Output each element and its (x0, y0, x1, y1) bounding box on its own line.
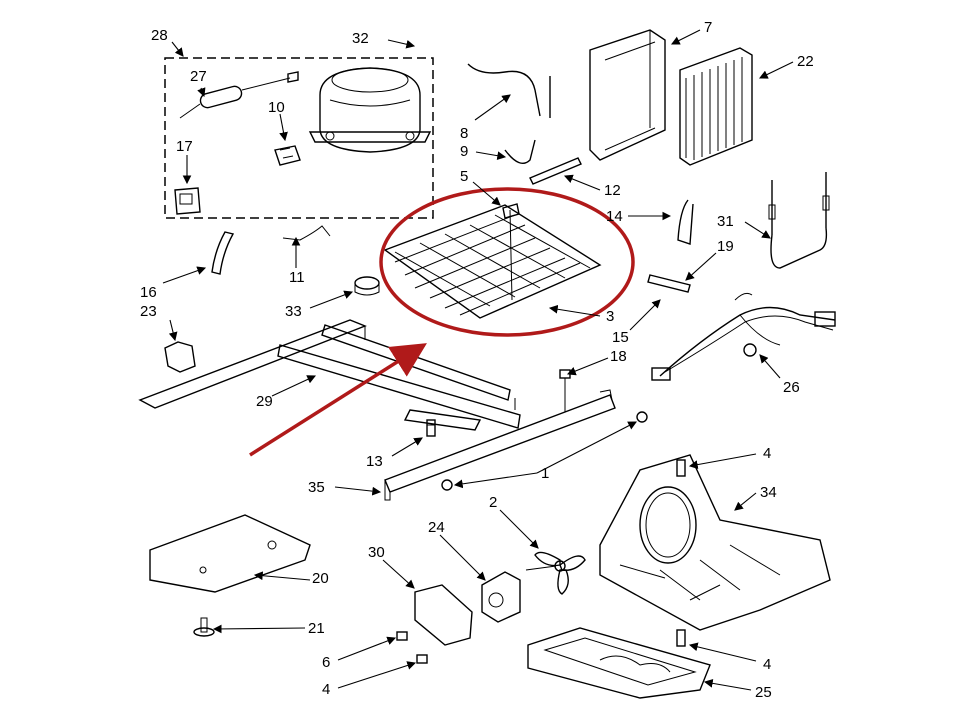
compressor-group-box (164, 57, 434, 219)
label-16: 16 (140, 284, 157, 301)
screw-1a (441, 479, 453, 491)
label-14: 14 (606, 208, 623, 225)
leveling-foot (193, 617, 215, 637)
label-1: 1 (541, 465, 549, 482)
condenser-coil (383, 203, 602, 319)
label-7: 7 (704, 19, 712, 36)
strap-tie (529, 157, 582, 185)
label-18: 18 (610, 348, 627, 365)
label-4c: 4 (322, 681, 330, 698)
label-10: 10 (268, 99, 285, 116)
label-6: 6 (322, 654, 330, 671)
motor-bracket (414, 584, 473, 646)
condenser (679, 47, 753, 166)
label-15: 15 (612, 329, 629, 346)
screw-18 (559, 369, 571, 412)
label-25: 25 (755, 684, 772, 701)
leader-lines (162, 29, 794, 691)
wire-clip (282, 225, 331, 241)
wire-harness (651, 292, 836, 381)
screw-13 (426, 419, 436, 437)
label-28: 28 (151, 27, 168, 44)
label-4b: 4 (763, 656, 771, 673)
screw-4c (416, 654, 428, 664)
label-24: 24 (428, 519, 445, 536)
tube-8 (467, 63, 541, 117)
screw-4a (676, 459, 686, 477)
label-5: 5 (460, 168, 468, 185)
highlight-ellipse (379, 187, 635, 337)
label-30: 30 (368, 544, 385, 561)
tube-31 (768, 172, 830, 269)
label-29: 29 (256, 393, 273, 410)
label-4a: 4 (763, 445, 771, 462)
cover-plate (149, 514, 311, 593)
label-8: 8 (460, 125, 468, 142)
compressor (308, 67, 432, 153)
label-9: 9 (460, 143, 468, 160)
fan-motor (481, 571, 521, 623)
label-22: 22 (797, 53, 814, 70)
label-31: 31 (717, 213, 734, 230)
fan-shroud (599, 454, 831, 631)
front-rail (384, 389, 616, 501)
screw-6 (396, 631, 408, 641)
label-27: 27 (190, 68, 207, 85)
screw-4b (676, 629, 686, 647)
label-3: 3 (606, 308, 614, 325)
relay (274, 145, 301, 166)
label-21: 21 (308, 620, 325, 637)
label-13: 13 (366, 453, 383, 470)
label-35: 35 (308, 479, 325, 496)
label-34: 34 (760, 484, 777, 501)
label-19: 19 (717, 238, 734, 255)
label-26: 26 (783, 379, 800, 396)
tube-14 (677, 199, 694, 245)
fan-motor-hub (488, 592, 504, 608)
label-32: 32 (352, 30, 369, 47)
grommet (354, 276, 380, 296)
label-12: 12 (604, 182, 621, 199)
label-20: 20 (312, 570, 329, 587)
label-11: 11 (289, 269, 305, 286)
overload (174, 187, 201, 215)
fan-blade (525, 551, 586, 595)
label-33: 33 (285, 303, 302, 320)
drain-tube (211, 231, 235, 275)
drain-pan (527, 627, 711, 699)
label-2: 2 (489, 494, 497, 511)
highlight-arrow (249, 343, 427, 457)
bracket-19 (647, 274, 691, 293)
label-17: 17 (176, 138, 193, 155)
callout-labels: 28 32 27 10 17 16 11 33 23 29 13 35 1 2 … (140, 19, 814, 701)
condenser-shroud (589, 29, 666, 161)
capacitor (179, 71, 299, 119)
bracket-clip (164, 341, 196, 373)
tube-9 (504, 139, 536, 164)
screw-1b (636, 411, 648, 423)
label-23: 23 (140, 303, 157, 320)
base-rails (138, 319, 521, 431)
